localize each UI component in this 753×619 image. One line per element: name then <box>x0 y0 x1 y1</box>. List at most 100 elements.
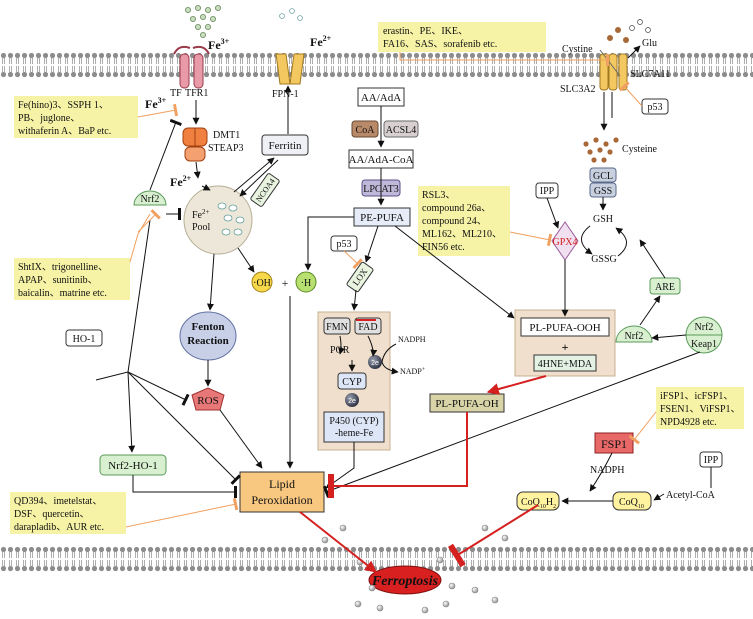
hne-mda-box <box>533 354 597 372</box>
fad-label: FAD <box>358 322 377 333</box>
pl-pufa-ooh-label: PL-PUFA-OOH <box>529 322 600 334</box>
fad-box <box>354 317 382 335</box>
gsh-label: GSH <box>593 214 613 225</box>
svg-text:FIN56 etc.: FIN56 etc. <box>422 242 465 253</box>
h-label: ·H <box>301 278 312 289</box>
nrf2-left-label: Nrf2 <box>141 194 160 205</box>
electron-a <box>368 355 382 369</box>
p53-right-box <box>641 98 669 115</box>
cystine-particles <box>607 27 629 43</box>
ros-label: ROS <box>197 395 218 407</box>
plus-1: + <box>282 276 289 290</box>
gssg-label: GSSG <box>591 254 617 265</box>
orange-inhibitors <box>125 52 657 528</box>
fe-pool-line2: Pool <box>192 222 211 233</box>
arrows <box>95 45 712 505</box>
p450-line1: P450 (CYP) <box>329 416 378 427</box>
lipid-line2: Peroxidation <box>251 493 312 507</box>
pl-pufa-oh-label: PL-PUFA-OH <box>435 398 498 410</box>
acsl4-box <box>383 120 419 138</box>
fe3-particles <box>184 5 221 39</box>
ho1-box <box>65 329 103 347</box>
glu-label: Glu <box>642 38 657 49</box>
pl-pufa-ooh-box <box>520 317 610 337</box>
cyp-label: CYP <box>342 377 362 388</box>
e2a-label: 2e <box>371 360 379 367</box>
svg-text:QD394、imetelstat、: QD394、imetelstat、 <box>14 496 102 507</box>
ros-shape <box>191 387 225 411</box>
note-rsl3: RSL3、 compound 26a、 compound 24、 ML162、M… <box>418 186 510 256</box>
nadph-por-label: NADPH <box>398 335 426 344</box>
keap1-label: Keap1 <box>691 339 717 350</box>
lox-tag: LOX <box>346 261 374 293</box>
dmt1-label: DMT1 <box>213 130 240 141</box>
fe3-top-label: Fe3+ <box>208 37 230 52</box>
svg-text:FSEN1、ViFSP1、: FSEN1、ViFSP1、 <box>660 404 741 415</box>
fe2-top-label: Fe2+ <box>310 34 332 49</box>
nrf2-left-shape <box>133 190 167 206</box>
svg-text:NPD4928 etc.: NPD4928 etc. <box>660 417 717 428</box>
fe-pool-particles <box>217 202 245 236</box>
oh-radical <box>251 271 273 293</box>
svg-text:ShtIX、trigonelline、: ShtIX、trigonelline、 <box>18 262 108 273</box>
fe2-out-particles <box>279 8 303 21</box>
svg-text:Fe(hino)3、SSPH 1、: Fe(hino)3、SSPH 1、 <box>18 100 109 111</box>
nadph-fsp1-label: NADPH <box>590 465 624 476</box>
fe2-mid-label: Fe2+ <box>170 174 192 189</box>
note-ifsp1: iFSP1、icFSP1、 FSEN1、ViFSP1、 NPD4928 etc. <box>656 387 744 429</box>
fe-pool-line1: Fe2+ <box>192 208 210 221</box>
svg-text:APAP、sunitinib、: APAP、sunitinib、 <box>18 275 98 286</box>
tf-label: TF <box>170 88 182 99</box>
coq10-label: CoQ10 <box>619 497 644 510</box>
svg-text:ML162、ML210、: ML162、ML210、 <box>422 229 502 240</box>
ferroptosis-lipid-fragments <box>321 524 509 614</box>
gss-label: GSS <box>594 186 612 197</box>
p450-box <box>323 411 385 443</box>
aa-ada-label: AA/AdA <box>361 92 401 104</box>
electron-b <box>345 393 359 407</box>
aa-ada-coa-label: AA/AdA-CoA <box>349 154 414 166</box>
svg-text:PB、juglone、: PB、juglone、 <box>18 113 80 124</box>
fe3-left-label: Fe3+ <box>145 96 167 111</box>
plus-2: + <box>562 340 569 354</box>
svg-text:baicalin、matrine etc.: baicalin、matrine etc. <box>18 288 107 299</box>
svg-text:compound 24、: compound 24、 <box>422 216 487 227</box>
fsp1-label: FSP1 <box>601 437 627 451</box>
note-erastin: erastin、PE、IKE、 FA16、SAS、sorafenib etc. <box>378 22 546 52</box>
oh-label: ·OH <box>253 278 271 289</box>
fenton-line1: Fenton <box>192 321 225 333</box>
fmn-label: FMN <box>326 322 348 333</box>
slc7a11-transporter <box>599 53 628 91</box>
por-label: POR <box>330 345 350 356</box>
note-fehino: Fe(hino)3、SSPH 1、 PB、juglone、 withaferin… <box>14 96 138 138</box>
nrf2-right-label: Nrf2 <box>625 331 644 342</box>
note-qd394: QD394、imetelstat、 DSF、quercetin、 darapla… <box>10 492 126 534</box>
tfr1-receptor <box>173 45 210 89</box>
nrf2-ho1-label: Nrf2-HO-1 <box>108 460 157 472</box>
ferroptosis-shape <box>368 565 442 595</box>
svg-text:withaferin A、BaP etc.: withaferin A、BaP etc. <box>18 126 111 137</box>
cyp-box <box>337 372 367 390</box>
cysteine-particles <box>583 137 619 163</box>
svg-text:erastin、PE、IKE、: erastin、PE、IKE、 <box>383 26 468 37</box>
ferritin-box <box>261 134 309 156</box>
are-label: ARE <box>655 282 675 293</box>
pe-pufa-label: PE-PUFA <box>360 212 404 224</box>
coq10h2-label: CoQ10H2 <box>521 497 556 510</box>
p450-line2: -heme-Fe <box>335 428 374 439</box>
red-arrows <box>299 319 547 573</box>
ho1-label: HO-1 <box>73 334 96 345</box>
fpn1-label: FPN-1 <box>272 89 299 100</box>
fenton-line2: Reaction <box>187 335 229 347</box>
acetyl-coa-label: Acetyl-CoA <box>666 490 716 501</box>
dmt1-steap3 <box>182 127 208 162</box>
svg-text:compound 26a、: compound 26a、 <box>422 203 491 214</box>
svg-text:iFSP1、icFSP1、: iFSP1、icFSP1、 <box>660 391 733 402</box>
nrf2-keap-label: Nrf2 <box>695 322 714 333</box>
ipp-gpx-label: IPP <box>540 186 555 197</box>
ipp-coq-label: IPP <box>704 455 719 466</box>
svg-text:RSL3、: RSL3、 <box>422 190 455 201</box>
lipid-line1: Lipid <box>269 477 295 491</box>
fe-pool <box>183 185 253 255</box>
